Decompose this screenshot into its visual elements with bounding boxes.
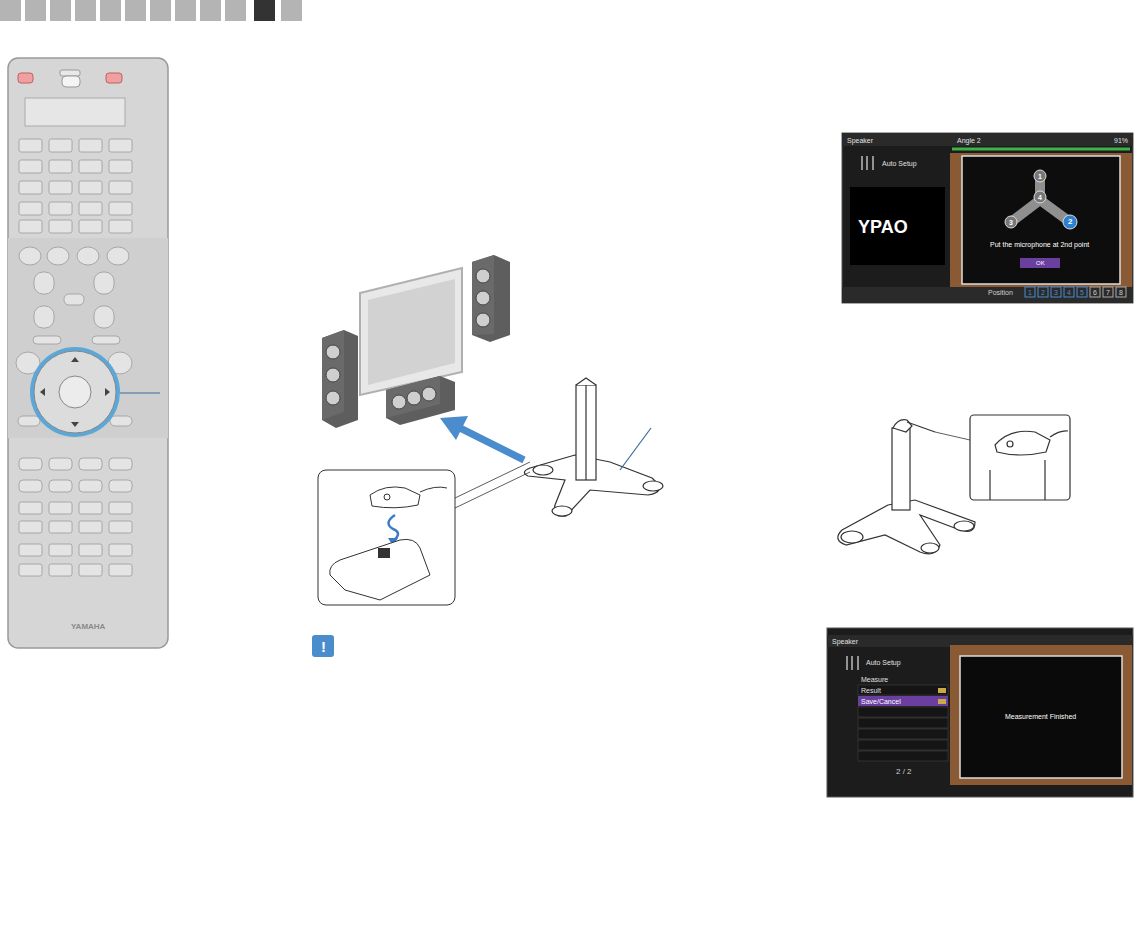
- position-number: 6: [1093, 289, 1097, 296]
- page-tabs: [0, 0, 302, 21]
- result-screen: [827, 628, 1133, 797]
- brand-logo: YPAO: [858, 218, 908, 236]
- screen-title: Speaker: [847, 137, 873, 144]
- position-number: 7: [1106, 289, 1110, 296]
- position-number: 5: [1080, 289, 1084, 296]
- microphone-stand: [524, 378, 663, 516]
- menu-name: Auto Setup: [882, 160, 917, 167]
- bar-label: Position: [988, 289, 1013, 296]
- leader-line: [120, 392, 160, 393]
- page-counter: 2 / 2: [896, 768, 912, 776]
- menu-item: Save/Cancel: [861, 698, 901, 705]
- position-number: 1: [1028, 289, 1032, 296]
- screen-status: Angle 2: [957, 137, 981, 144]
- leader-line: [620, 428, 651, 470]
- brand-logo: YAMAHA: [71, 623, 105, 631]
- note-icon: [312, 635, 334, 657]
- progress-value: 91%: [1114, 137, 1128, 144]
- position-number: 2: [1041, 289, 1045, 296]
- remote-control: [8, 58, 168, 648]
- position-number: 8: [1119, 289, 1123, 296]
- position-number: 2: [1068, 218, 1072, 226]
- position-number: 4: [1038, 194, 1042, 201]
- position-number: 4: [1067, 289, 1071, 296]
- status-message: Measurement Finished: [1005, 713, 1076, 720]
- instruction-text: Put the microphone at 2nd point: [990, 241, 1089, 248]
- screen-title: Speaker: [832, 638, 858, 645]
- position-number: 3: [1054, 289, 1058, 296]
- setup-screen: [842, 133, 1133, 303]
- menu-name: Auto Setup: [866, 659, 901, 666]
- menu-heading: Measure: [861, 676, 888, 683]
- speaker-system: [322, 255, 510, 428]
- detail-inset: [318, 462, 530, 605]
- menu-item: Result: [861, 687, 881, 694]
- microphone-stand: [838, 415, 1070, 554]
- direction-arrow: [440, 416, 524, 460]
- position-number: 3: [1009, 219, 1013, 226]
- position-number: 1: [1038, 173, 1042, 180]
- button-label: OK: [1036, 260, 1045, 266]
- note-icon-symbol: !: [321, 639, 326, 654]
